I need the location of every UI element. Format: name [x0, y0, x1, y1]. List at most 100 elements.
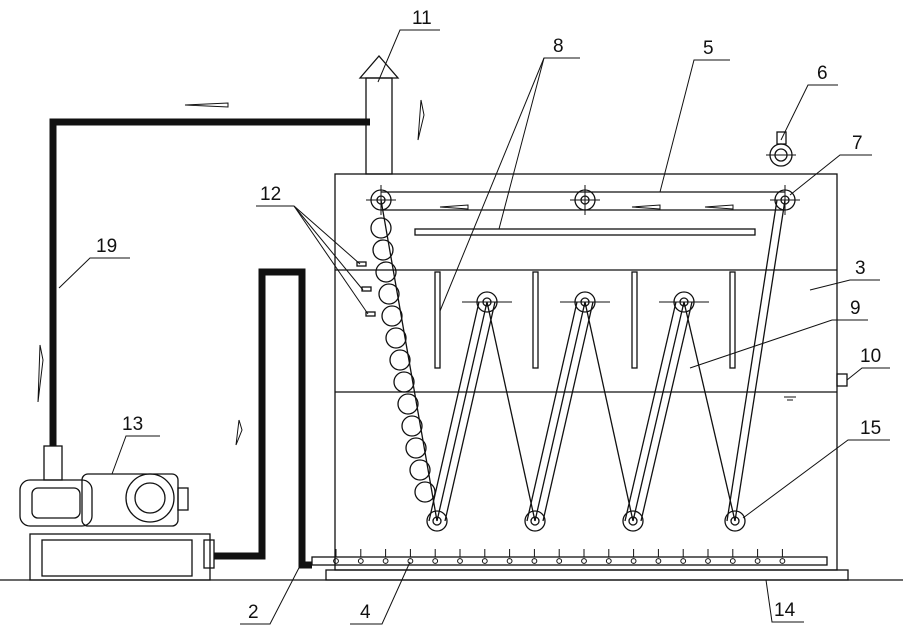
- label-13: 13: [122, 414, 143, 435]
- nozzle: [365, 311, 376, 317]
- leader-8a: [498, 57, 580, 230]
- blower-base-inner: [41, 539, 193, 577]
- blower-inlet: [43, 445, 63, 481]
- arrow-icon: [631, 204, 661, 210]
- label-3: 3: [855, 258, 866, 279]
- sprocket-top-left: [366, 185, 396, 215]
- roller-link: [397, 393, 419, 415]
- sprocket-mid-3: [659, 291, 709, 313]
- blower-base: [29, 533, 211, 581]
- motor-cap: [177, 487, 189, 511]
- leader-11: [377, 29, 440, 83]
- arrow-icon: [37, 344, 44, 403]
- label-6: 6: [817, 63, 828, 84]
- outlet-pipe: [836, 373, 848, 387]
- aeration-holes: [333, 549, 786, 564]
- chain-strand: [436, 301, 488, 522]
- chain-strand: [486, 301, 536, 522]
- nozzle: [356, 261, 367, 267]
- chain-strand: [584, 301, 634, 522]
- chain-strand-inner: [726, 199, 778, 522]
- leader-14: [765, 579, 804, 623]
- aeration-hole: [729, 558, 736, 564]
- label-10: 10: [860, 346, 881, 367]
- aeration-hole: [605, 558, 612, 564]
- label-7: 7: [852, 133, 863, 154]
- chain-strand-inner: [640, 301, 693, 522]
- label-5: 5: [703, 38, 714, 59]
- aeration-hole: [481, 558, 488, 564]
- aeration-hole: [407, 558, 414, 564]
- chain-strand: [734, 199, 786, 522]
- sprocket-mid-2: [560, 291, 610, 313]
- leader-5: [659, 59, 730, 193]
- sprocket-bottom-4: [724, 510, 746, 532]
- chain-strand-inner: [624, 301, 677, 522]
- aeration-hole: [357, 558, 364, 564]
- baffles: [434, 271, 736, 369]
- chain-strand-inner: [542, 301, 594, 522]
- chain-strand: [683, 301, 736, 522]
- roller-link: [393, 371, 415, 393]
- sprocket-mid-1: [462, 291, 512, 313]
- sprocket-bottom-3: [622, 510, 644, 532]
- baffle: [532, 271, 539, 369]
- leader-2: [240, 561, 303, 625]
- arrow-icon: [235, 419, 243, 446]
- blower-casing-inner: [31, 487, 81, 519]
- exhaust-cap: [358, 55, 400, 79]
- chain-strand: [380, 199, 438, 522]
- leader-15: [742, 439, 890, 519]
- roller-link: [405, 437, 427, 459]
- label-19: 19: [96, 236, 117, 257]
- drive-motor: [766, 131, 796, 167]
- arrow-icon: [704, 204, 734, 210]
- guide-plate: [414, 228, 756, 236]
- label-8: 8: [553, 36, 564, 57]
- base-plate: [325, 569, 849, 581]
- leader-12c: [293, 205, 369, 315]
- roller-link: [375, 261, 397, 283]
- chain-strand-inner: [444, 301, 496, 522]
- aeration-hole: [506, 558, 513, 564]
- aeration-hole: [556, 558, 563, 564]
- blower-casing: [19, 479, 93, 527]
- chain-strand: [632, 301, 685, 522]
- arrow-icon: [184, 102, 229, 108]
- arrow-icon: [417, 99, 425, 141]
- label-14: 14: [774, 600, 796, 621]
- chain-strand-inner: [526, 301, 578, 522]
- blower-unit: [19, 445, 215, 581]
- aeration-hole: [531, 558, 538, 564]
- roller-link: [385, 327, 407, 349]
- aeration-hole: [333, 558, 339, 564]
- chain-strand-inner: [428, 301, 480, 522]
- leader-8b: [439, 57, 545, 312]
- exhaust-return-pipe: [49, 118, 370, 446]
- arrow-icon: [439, 204, 469, 210]
- aeration-hole: [779, 558, 786, 564]
- aeration-hole: [655, 558, 662, 564]
- leader-12a: [293, 205, 361, 265]
- aeration-hole: [630, 558, 637, 564]
- label-11: 11: [412, 8, 432, 29]
- blower-supply-pipe: [214, 268, 312, 569]
- tank-body: [334, 173, 838, 571]
- motor-end: [125, 473, 175, 523]
- leader-10: [846, 367, 890, 381]
- roller-link: [414, 481, 436, 503]
- leader-7: [789, 154, 872, 196]
- label-4: 4: [360, 602, 371, 623]
- outlet-flange: [203, 539, 215, 569]
- leader-13: [111, 435, 160, 475]
- label-9: 9: [850, 298, 861, 319]
- roller-link: [372, 239, 394, 261]
- roller-chain: [370, 217, 436, 503]
- roller-link: [370, 217, 392, 239]
- leader-4: [350, 561, 411, 625]
- label-2: 2: [248, 602, 259, 623]
- sprocket-bottom-2: [524, 510, 546, 532]
- baffle: [729, 271, 736, 369]
- aeration-hole: [680, 558, 687, 564]
